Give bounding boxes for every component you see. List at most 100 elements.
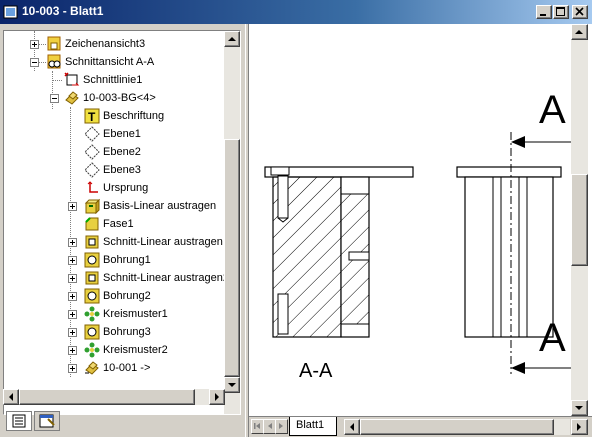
scroll-thumb[interactable]	[360, 419, 554, 435]
arrow-right-icon	[215, 393, 219, 401]
tree-connector	[52, 71, 53, 109]
maximize-button[interactable]	[553, 5, 569, 19]
tree-item-fase1[interactable]: Fase1	[84, 215, 134, 233]
tree-item-schnittlinie1[interactable]: Schnittlinie1	[64, 71, 142, 89]
arrow-left-icon	[9, 393, 13, 401]
expand-plus-icon[interactable]	[68, 328, 77, 337]
scroll-down-button[interactable]	[224, 377, 240, 393]
first-sheet-button[interactable]	[251, 419, 264, 434]
tree-item-10-003-bg[interactable]: 10-003-BG<4>	[50, 89, 156, 107]
tree-item-schnitt-linear2[interactable]: Schnitt-Linear austragen2	[68, 269, 226, 287]
tree-horizontal-scrollbar[interactable]	[3, 389, 225, 405]
arrow-down-icon	[575, 406, 583, 410]
extrude-icon	[84, 198, 100, 214]
scroll-thumb[interactable]	[571, 174, 588, 266]
section-line-icon	[64, 72, 80, 86]
drawing-view-icon	[47, 36, 61, 51]
collapse-minus-icon[interactable]	[30, 58, 39, 67]
tree-vertical-scrollbar[interactable]	[224, 31, 240, 414]
scroll-up-button[interactable]	[571, 24, 588, 40]
svg-text:T: T	[88, 110, 96, 124]
minimize-icon	[540, 14, 546, 16]
property-manager-tab-icon	[39, 414, 55, 428]
tree-connector	[38, 62, 46, 63]
expand-plus-icon[interactable]	[68, 256, 77, 265]
tree-connector	[34, 31, 35, 71]
expand-plus-icon[interactable]	[68, 274, 77, 283]
tree-item-beschriftung[interactable]: T Beschriftung	[84, 107, 164, 125]
drawing-sheet[interactable]: A A A-A Blatt1	[249, 24, 592, 437]
expand-plus-icon[interactable]	[68, 310, 77, 319]
expand-plus-icon[interactable]	[68, 292, 77, 301]
expand-plus-icon[interactable]	[68, 364, 77, 373]
expand-plus-icon[interactable]	[68, 238, 77, 247]
arrow-right-icon	[577, 423, 581, 431]
scroll-up-button[interactable]	[224, 31, 240, 47]
expand-plus-icon[interactable]	[68, 346, 77, 355]
hole-icon	[84, 252, 100, 268]
tree-item-bohrung2[interactable]: Bohrung2	[68, 287, 151, 305]
plane-icon	[84, 144, 100, 160]
cut-extrude-icon	[85, 235, 99, 249]
scroll-right-button[interactable]	[209, 389, 225, 405]
tree-item-bohrung1[interactable]: Bohrung1	[68, 251, 151, 269]
tree-item-zeichenansicht3[interactable]: Zeichenansicht3	[30, 35, 145, 53]
tree-item-ursprung[interactable]: Ursprung	[84, 179, 148, 197]
arrow-up-icon	[228, 37, 236, 41]
arrow-up-icon	[575, 30, 583, 34]
origin-icon	[87, 181, 98, 193]
tree-item-schnittansicht[interactable]: Schnittansicht A-A	[30, 53, 154, 71]
circular-pattern-icon	[84, 306, 100, 322]
window-title: 10-003 - Blatt1	[22, 4, 104, 18]
plane-icon	[84, 126, 100, 142]
expand-plus-icon[interactable]	[30, 40, 39, 49]
feature-tree-panel: Zeichenansicht3 Schnittansicht A-A Schni…	[0, 24, 245, 437]
section-view-icon	[47, 54, 61, 69]
section-drawing	[264, 132, 571, 374]
arrow-left-icon	[350, 423, 354, 431]
tree-connector	[38, 44, 46, 45]
tree-item-10-001[interactable]: 10-001 ->	[68, 359, 150, 377]
first-sheet-icon	[254, 423, 260, 429]
tree-item-ebene3[interactable]: Ebene3	[84, 161, 141, 179]
tree-item-schnitt-linear[interactable]: Schnitt-Linear austragen	[68, 233, 223, 251]
maximize-icon	[556, 7, 565, 16]
scroll-thumb[interactable]	[224, 139, 240, 377]
arrow-right-icon	[279, 423, 283, 429]
scroll-left-button[interactable]	[344, 419, 360, 435]
close-button[interactable]	[572, 5, 588, 19]
feature-manager-tab-icon	[12, 414, 26, 428]
drawing-vertical-scrollbar[interactable]	[571, 24, 588, 416]
title-bar[interactable]: 10-003 - Blatt1	[0, 0, 592, 24]
tree-item-ebene1[interactable]: Ebene1	[84, 125, 141, 143]
arrow-down-icon	[228, 383, 236, 387]
scroll-thumb[interactable]	[19, 389, 195, 405]
hole-icon	[84, 288, 100, 304]
property-manager-tab[interactable]	[34, 411, 60, 431]
collapse-minus-icon[interactable]	[50, 94, 59, 103]
chamfer-icon	[85, 217, 99, 231]
arrow-left-icon	[268, 423, 272, 429]
hole-icon	[84, 324, 100, 340]
section-letter-top: A	[539, 88, 566, 132]
next-sheet-button[interactable]	[275, 419, 288, 434]
feature-tree[interactable]: Zeichenansicht3 Schnittansicht A-A Schni…	[3, 30, 241, 415]
minimize-button[interactable]	[536, 5, 552, 19]
scroll-down-button[interactable]	[571, 400, 588, 416]
tree-item-kreismuster1[interactable]: Kreismuster1	[68, 305, 168, 323]
tree-connector	[52, 80, 62, 81]
expand-plus-icon[interactable]	[68, 202, 77, 211]
tree-item-basis-linear[interactable]: Basis-Linear austragen	[68, 197, 216, 215]
feature-manager-tab[interactable]	[6, 411, 32, 431]
scroll-right-button[interactable]	[571, 419, 588, 435]
feature-tree-list: Zeichenansicht3 Schnittansicht A-A Schni…	[4, 31, 226, 414]
tree-item-bohrung3[interactable]: Bohrung3	[68, 323, 151, 341]
tree-item-ebene2[interactable]: Ebene2	[84, 143, 141, 161]
sheet-tab-blatt1[interactable]: Blatt1	[289, 417, 337, 436]
tree-item-kreismuster2[interactable]: Kreismuster2	[68, 341, 168, 359]
panel-splitter[interactable]	[245, 24, 249, 437]
front-view	[456, 132, 571, 374]
drawing-horizontal-scrollbar[interactable]	[344, 419, 570, 435]
section-view-a-a	[264, 166, 414, 338]
scroll-left-button[interactable]	[3, 389, 19, 405]
